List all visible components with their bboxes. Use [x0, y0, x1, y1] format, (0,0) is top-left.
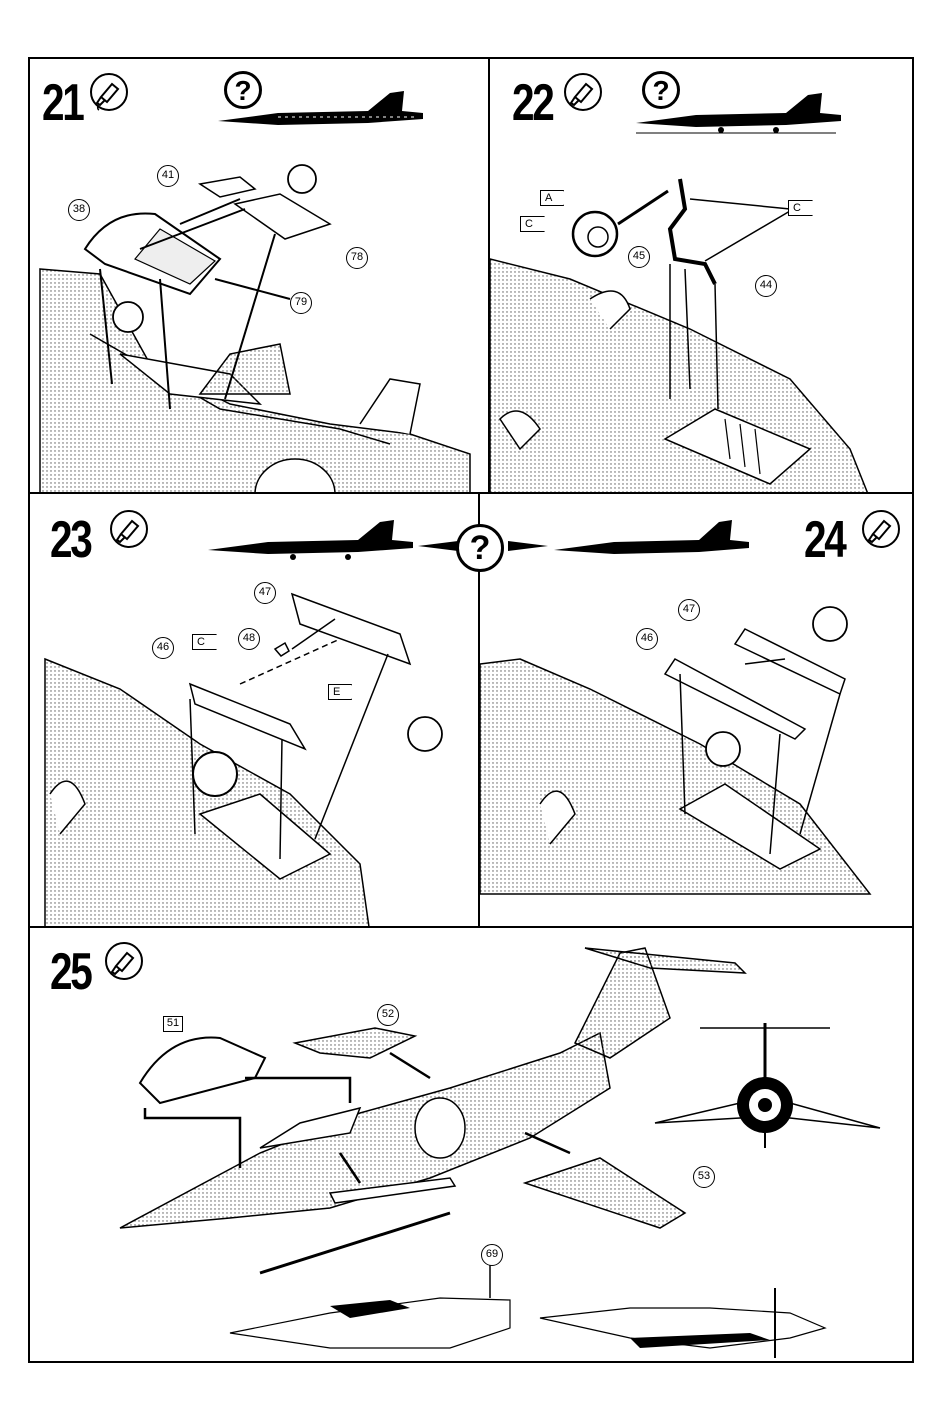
- glue-tube-icon: [862, 510, 900, 548]
- part-callout-46: 46: [636, 628, 658, 650]
- part-callout-47: 47: [254, 582, 276, 604]
- help-icon: ?: [456, 524, 504, 572]
- step-number: 21: [42, 77, 82, 129]
- part-callout-47: 47: [678, 599, 700, 621]
- glue-tube-icon: [110, 510, 148, 548]
- aircraft-silhouette: [218, 87, 428, 127]
- step-21-panel: 21 ? 41 38 78 79: [28, 57, 490, 494]
- part-callout-79: 79: [290, 292, 312, 314]
- canopy-parts: [30, 169, 490, 429]
- aircraft-silhouette: [208, 516, 418, 560]
- step-number: 23: [50, 514, 90, 566]
- gear-door-parts: [480, 604, 914, 864]
- gear-door-parts: [30, 589, 480, 849]
- aircraft-assembly-drawing: [30, 928, 914, 1363]
- glue-tube-icon: [564, 73, 602, 111]
- aircraft-silhouette: [636, 89, 846, 133]
- step-22-panel: 22 ? A C C 45 44: [488, 57, 914, 494]
- part-callout-38: 38: [68, 199, 90, 221]
- step-23-panel: 23 C E 47 48 46: [28, 492, 480, 928]
- part-callout-41: 41: [157, 165, 179, 187]
- step-number: 22: [512, 77, 552, 129]
- part-callout-69: 69: [481, 1244, 503, 1266]
- aircraft-silhouette: [554, 516, 754, 560]
- landing-gear-parts: [490, 169, 914, 429]
- part-callout-48: 48: [238, 628, 260, 650]
- part-callout-44: 44: [755, 275, 777, 297]
- part-callout-78: 78: [346, 247, 368, 269]
- part-callout-46: 46: [152, 637, 174, 659]
- step-number: 24: [804, 514, 844, 566]
- glue-tube-icon: [90, 73, 128, 111]
- part-callout-45: 45: [628, 246, 650, 268]
- step-25-panel: 25: [28, 926, 914, 1363]
- part-callout-51: 51: [163, 1016, 183, 1032]
- part-callout-52: 52: [377, 1004, 399, 1026]
- part-callout-53: 53: [693, 1166, 715, 1188]
